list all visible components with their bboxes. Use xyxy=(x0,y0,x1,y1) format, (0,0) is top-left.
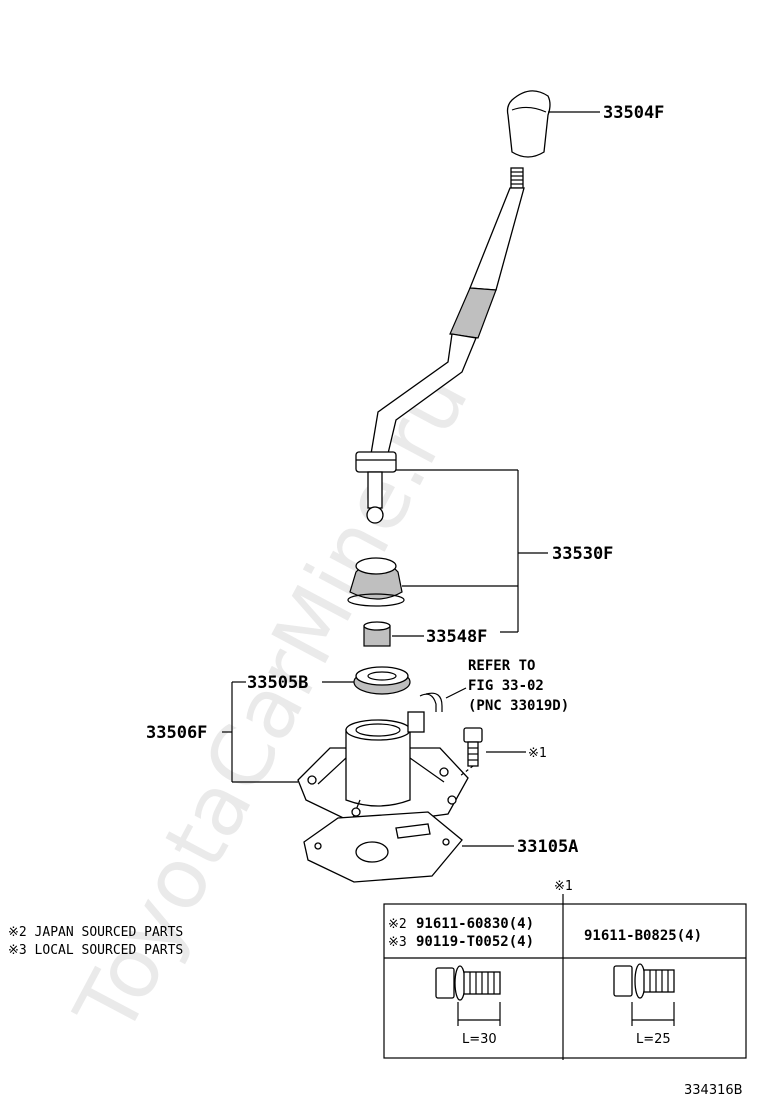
figure-code: 334316B xyxy=(684,1083,743,1098)
leader-reference xyxy=(445,687,467,699)
bolt-drawing-30 xyxy=(435,965,501,1026)
part-label-bushing[interactable]: 33548F xyxy=(426,627,487,647)
breather-fitting[interactable] xyxy=(407,692,443,733)
part-label-knob[interactable]: 33504F xyxy=(603,103,664,123)
lever-boot[interactable] xyxy=(347,557,405,607)
bolt-length-30: L=30 xyxy=(462,1032,497,1047)
reference-line1: REFER TO xyxy=(468,658,535,674)
shift-lever[interactable] xyxy=(355,167,525,524)
bolt-table: ※1 ※2 91611-60830(4) ※3 90119-T0052(4) 9… xyxy=(383,879,747,1060)
bolt-mark: ※1 xyxy=(528,746,547,761)
part-label-gasket[interactable]: 33105A xyxy=(517,837,578,857)
bolt-drawing-25 xyxy=(613,963,675,1026)
note-local: ※3 LOCAL SOURCED PARTS xyxy=(8,943,183,958)
shift-housing[interactable] xyxy=(297,719,469,827)
bolt[interactable] xyxy=(459,727,483,777)
gasket[interactable] xyxy=(303,811,463,883)
part-label-lever[interactable]: 33530F xyxy=(552,544,613,564)
bolt-part-local[interactable]: 90119-T0052(4) xyxy=(416,934,534,950)
bolt-table-mark-3: ※3 xyxy=(388,935,407,950)
bracket-lever-assembly xyxy=(396,469,548,633)
bushing[interactable] xyxy=(363,621,391,647)
part-label-retainer[interactable]: 33505B xyxy=(247,673,308,693)
bracket-housing-assembly xyxy=(222,681,298,783)
bolt-part-alt[interactable]: 91611-B0825(4) xyxy=(584,928,702,944)
bolt-length-25: L=25 xyxy=(636,1032,671,1047)
part-label-housing[interactable]: 33506F xyxy=(146,723,207,743)
bolt-part-japan[interactable]: 91611-60830(4) xyxy=(416,916,534,932)
reference-line2[interactable]: FIG 33-02 xyxy=(468,678,544,694)
bolt-table-mark-2: ※2 xyxy=(388,917,407,932)
retainer-ring[interactable] xyxy=(353,666,411,695)
bolt-table-mark: ※1 xyxy=(554,879,573,894)
note-japan: ※2 JAPAN SOURCED PARTS xyxy=(8,925,183,940)
reference-line3: (PNC 33019D) xyxy=(468,698,569,714)
shift-knob[interactable] xyxy=(506,90,551,158)
